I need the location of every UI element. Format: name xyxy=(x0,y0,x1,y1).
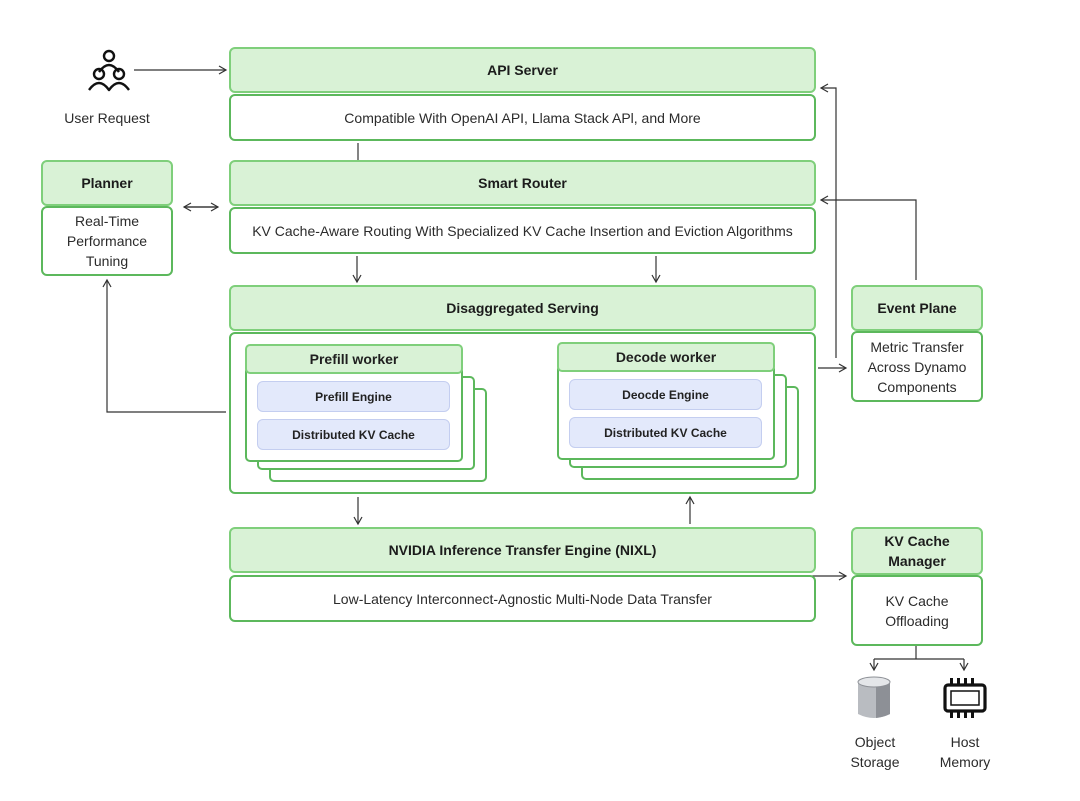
decode-worker-header: Decode worker xyxy=(557,342,775,372)
prefill-engine: Prefill Engine xyxy=(257,381,450,412)
host-memory-label: Host Memory xyxy=(939,734,991,770)
event-plane-description: Metric Transfer Across Dynamo Components xyxy=(851,331,983,402)
smart-router-header: Smart Router xyxy=(229,160,816,206)
kv-cache-manager-header: KV Cache Manager xyxy=(851,527,983,575)
planner-header: Planner xyxy=(41,160,173,206)
user-icon xyxy=(88,48,130,92)
nixl-description: Low-Latency Interconnect-Agnostic Multi-… xyxy=(229,575,816,622)
memory-chip-icon xyxy=(942,676,988,720)
smart-router-description: KV Cache-Aware Routing With Specialized … xyxy=(229,207,816,254)
prefill-worker-header: Prefill worker xyxy=(245,344,463,374)
user-request-label: User Request xyxy=(64,110,150,126)
object-storage-label: Object Storage xyxy=(850,734,900,770)
api-server-description: Compatible With OpenAI API, Llama Stack … xyxy=(229,94,816,141)
event-plane-header: Event Plane xyxy=(851,285,983,331)
decode-distributed-kv-cache: Distributed KV Cache xyxy=(569,417,762,448)
api-server-header: API Server xyxy=(229,47,816,93)
disaggregated-serving-header: Disaggregated Serving xyxy=(229,285,816,331)
nixl-header: NVIDIA Inference Transfer Engine (NIXL) xyxy=(229,527,816,573)
kv-cache-manager-description: KV Cache Offloading xyxy=(851,575,983,646)
database-icon xyxy=(856,676,892,720)
prefill-distributed-kv-cache: Distributed KV Cache xyxy=(257,419,450,450)
planner-description: Real-Time Performance Tuning xyxy=(41,206,173,276)
decode-engine: Deocde Engine xyxy=(569,379,762,410)
